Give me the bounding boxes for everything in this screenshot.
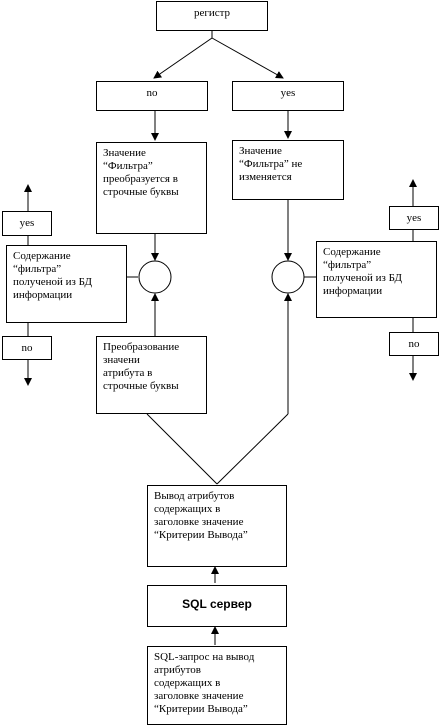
node-sql-server: SQL сервер: [147, 585, 287, 627]
node-registr: регистр: [156, 1, 268, 31]
node-no-right: no: [389, 332, 439, 356]
node-no-top: no: [96, 81, 208, 111]
node-yes-top: yes: [232, 81, 344, 111]
node-sql-query: SQL-запрос на вывод атрибутов содержащих…: [147, 646, 287, 725]
edge-output-right: [216, 413, 289, 485]
node-output-attributes: Вывод атрибутов содержащих в заголовке з…: [147, 485, 287, 567]
node-no-left: no: [2, 336, 52, 360]
node-yes-left: yes: [2, 211, 52, 236]
node-content-right: Содержание “фильтра” полученой из БД инф…: [316, 241, 437, 318]
node-attr-convert: Преобразование значени атрибута в строчн…: [96, 336, 207, 414]
edge-split-no: [153, 37, 213, 79]
node-yes-right: yes: [389, 206, 439, 230]
junction-circle-left: [138, 260, 172, 294]
node-filter-lowercase: Значение “Фильтра” преобразуется в строч…: [96, 142, 207, 234]
node-content-left: Содержание “фильтра” полученой из БД инф…: [6, 245, 127, 323]
edge-split-yes: [211, 37, 284, 79]
junction-circle-right: [271, 260, 305, 294]
edge-output-attr-convert: [146, 413, 218, 485]
node-filter-unchanged: Значение “Фильтра” не изменяется: [232, 140, 344, 200]
